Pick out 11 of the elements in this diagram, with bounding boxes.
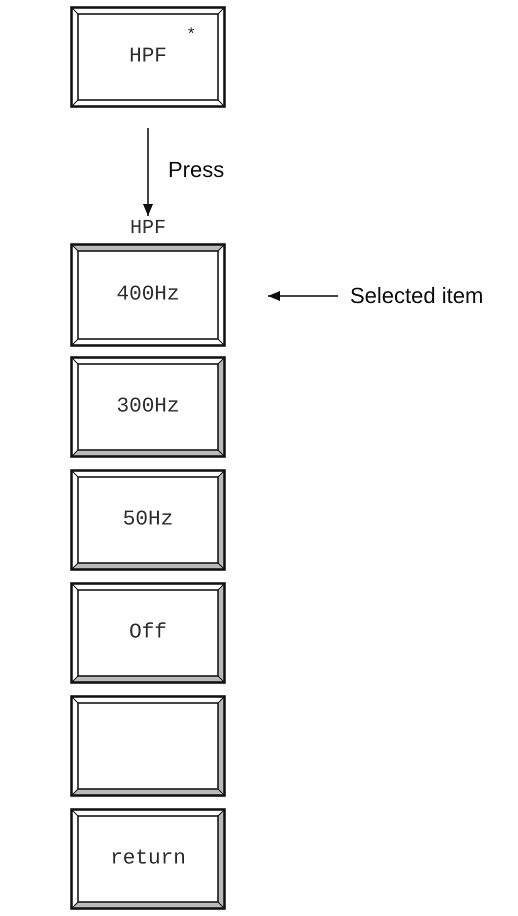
arrow [268, 291, 338, 301]
marker-symbol: * [186, 26, 196, 44]
arrow [143, 128, 153, 216]
softkey-label: 400Hz [115, 284, 180, 306]
softkey-label: 50Hz [122, 508, 174, 532]
softkey-label: HPF [128, 46, 168, 68]
softkey-label: Off [128, 622, 168, 644]
menu-title: HPF [128, 218, 167, 240]
callout-text: Selected item [350, 283, 516, 309]
softkey-label: return [109, 848, 187, 870]
softkey-label: 300Hz [115, 396, 180, 418]
